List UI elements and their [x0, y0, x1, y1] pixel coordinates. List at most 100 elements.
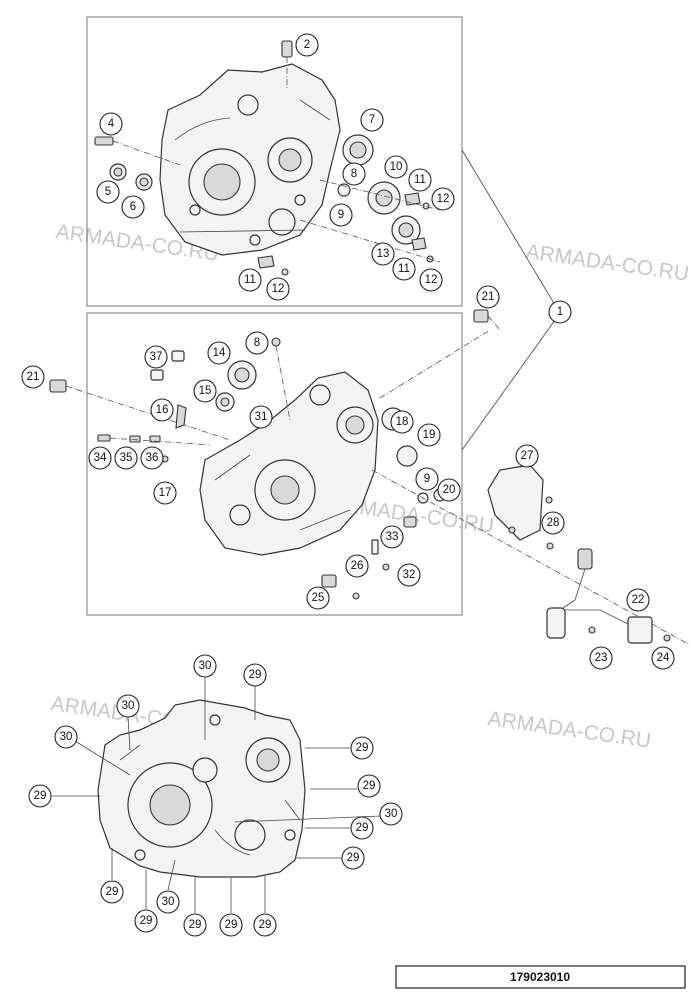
svg-text:30: 30 [199, 660, 212, 672]
callout-36[interactable]: 36 [140, 446, 164, 470]
watermark-2: ARMADA-CO.RU [524, 240, 690, 286]
callout-25[interactable]: 25 [306, 586, 330, 610]
callout-29[interactable]: 29 [357, 774, 381, 798]
svg-text:21: 21 [27, 371, 40, 383]
callout-37[interactable]: 37 [144, 345, 168, 369]
diagram-code-box: 179023010 [395, 965, 686, 989]
callout-13[interactable]: 13 [371, 242, 395, 266]
svg-text:21: 21 [482, 291, 495, 303]
callout-29[interactable]: 29 [100, 880, 124, 904]
guard-27[interactable] [487, 464, 554, 550]
callouts: 1 2 4 5 6 7 8 9 10 11 12 13 11 12 11 12 … [21, 33, 675, 937]
dowel-pin-2[interactable] [281, 40, 293, 58]
svg-text:14: 14 [213, 347, 226, 359]
upper-section-frame [86, 16, 463, 307]
callout-29[interactable]: 29 [183, 913, 207, 937]
callout-12[interactable]: 12 [431, 187, 455, 211]
callout-5[interactable]: 5 [96, 180, 120, 204]
callout-35[interactable]: 35 [114, 446, 138, 470]
svg-text:30: 30 [162, 896, 175, 908]
callout-19[interactable]: 19 [417, 423, 441, 447]
svg-text:1: 1 [557, 306, 563, 318]
callout-22[interactable]: 22 [626, 588, 650, 612]
callout-9[interactable]: 9 [415, 467, 439, 491]
callout-28[interactable]: 28 [541, 511, 565, 535]
ring-19[interactable] [396, 445, 418, 467]
callout-9[interactable]: 9 [329, 203, 353, 227]
callout-4[interactable]: 4 [99, 112, 123, 136]
callout-27[interactable]: 27 [515, 444, 539, 468]
callout-26[interactable]: 26 [345, 554, 369, 578]
callout-29[interactable]: 29 [253, 913, 277, 937]
svg-text:15: 15 [199, 385, 212, 397]
crankcase-half-upper[interactable] [159, 63, 341, 256]
svg-text:18: 18 [396, 416, 409, 428]
svg-text:29: 29 [356, 822, 369, 834]
svg-text:13: 13 [377, 248, 390, 260]
callout-20[interactable]: 20 [437, 478, 461, 502]
callout-30[interactable]: 30 [156, 890, 180, 914]
svg-text:26: 26 [351, 560, 364, 572]
callout-11[interactable]: 11 [238, 268, 262, 292]
callout-30[interactable]: 30 [54, 725, 78, 749]
callout-16[interactable]: 16 [150, 398, 174, 422]
callout-31[interactable]: 31 [249, 405, 273, 429]
dowel-21a[interactable] [473, 309, 489, 323]
callout-10[interactable]: 10 [384, 155, 408, 179]
upper-small-parts [94, 40, 441, 276]
callout-32[interactable]: 32 [397, 563, 421, 587]
callout-29[interactable]: 29 [350, 816, 374, 840]
callout-8[interactable]: 8 [245, 331, 269, 355]
callout-17[interactable]: 17 [153, 481, 177, 505]
watermarks: ARMADA-CO.RU ARMADA-CO.RU ARMADA-CO.RU A… [49, 220, 690, 753]
callout-34[interactable]: 34 [88, 446, 112, 470]
svg-text:29: 29 [347, 852, 360, 864]
callout-23[interactable]: 23 [589, 646, 613, 670]
watermark-5: ARMADA-CO.RU [486, 707, 652, 753]
callout-11[interactable]: 11 [408, 168, 432, 192]
svg-text:4: 4 [108, 118, 115, 130]
callout-29[interactable]: 29 [28, 784, 52, 808]
callout-11[interactable]: 11 [392, 257, 416, 281]
svg-text:30: 30 [385, 808, 398, 820]
callout-29[interactable]: 29 [219, 913, 243, 937]
callout-24[interactable]: 24 [651, 646, 675, 670]
callout-12[interactable]: 12 [419, 268, 443, 292]
callout-18[interactable]: 18 [390, 410, 414, 434]
callout-30[interactable]: 30 [379, 802, 403, 826]
svg-text:37: 37 [150, 351, 163, 363]
callout-33[interactable]: 33 [380, 525, 404, 549]
callout-29[interactable]: 29 [341, 846, 365, 870]
callout-6[interactable]: 6 [121, 195, 145, 219]
callout-21[interactable]: 21 [21, 365, 45, 389]
callout-29[interactable]: 29 [134, 909, 158, 933]
pin-8[interactable] [271, 337, 281, 347]
crankcase-bottom-view[interactable] [97, 699, 306, 878]
callout-30[interactable]: 30 [193, 654, 217, 678]
dowel-21b[interactable] [49, 379, 67, 393]
callout-21[interactable]: 21 [476, 285, 500, 309]
callout-29[interactable]: 29 [350, 736, 374, 760]
callout-30[interactable]: 30 [116, 694, 140, 718]
callout-1[interactable]: 1 [548, 300, 572, 324]
middle-section-frame [86, 312, 463, 616]
cover-16[interactable] [175, 404, 187, 429]
sensor-harness-22[interactable] [546, 548, 671, 644]
svg-text:35: 35 [120, 452, 133, 464]
callout-12[interactable]: 12 [266, 277, 290, 301]
callout-15[interactable]: 15 [193, 379, 217, 403]
plug-25[interactable] [321, 574, 337, 588]
svg-text:12: 12 [437, 193, 450, 205]
callout-2[interactable]: 2 [295, 33, 319, 57]
svg-text:19: 19 [423, 429, 436, 441]
screw-4[interactable] [94, 136, 114, 146]
callout-8[interactable]: 8 [342, 162, 366, 186]
callout-14[interactable]: 14 [207, 341, 231, 365]
callout-29[interactable]: 29 [243, 663, 267, 687]
svg-text:29: 29 [189, 919, 202, 931]
svg-text:17: 17 [159, 487, 172, 499]
crankcase-half-lower[interactable] [199, 371, 379, 556]
callout-7[interactable]: 7 [360, 108, 384, 132]
svg-text:32: 32 [403, 569, 416, 581]
svg-text:29: 29 [363, 780, 376, 792]
